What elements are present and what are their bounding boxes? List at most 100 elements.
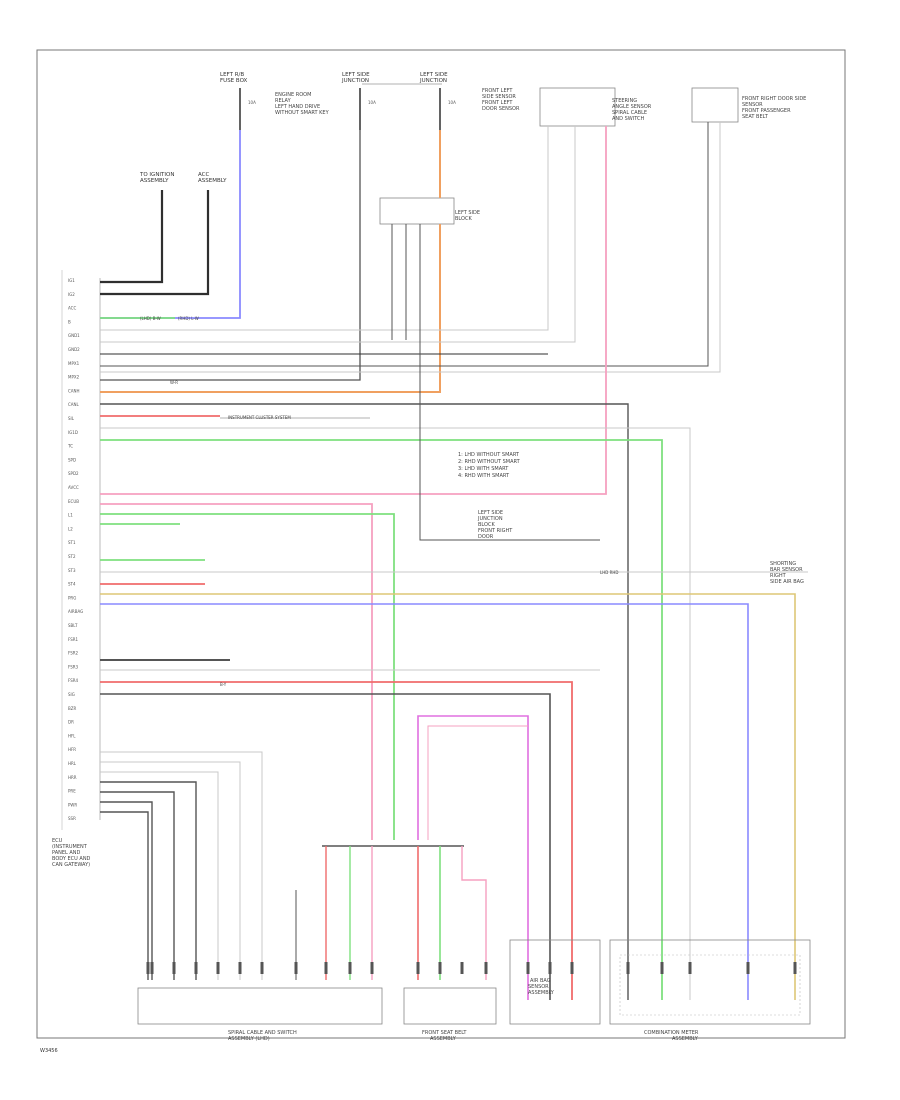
ecu-pin-5: GND2 bbox=[68, 347, 80, 352]
ecu-label: ECU (INSTRUMENT PANEL AND BODY ECU AND C… bbox=[52, 838, 92, 868]
ecu-pin-25: SBLT bbox=[68, 623, 78, 628]
wire-label-lhd-bw: (LHD) B-W bbox=[140, 316, 161, 321]
fuse3-pins: 10A bbox=[448, 100, 456, 105]
fuse3-note: FRONT LEFT SIDE SENSOR FRONT LEFT DOOR S… bbox=[482, 88, 520, 112]
connector-tick-9 bbox=[348, 962, 352, 974]
ecu-pin-35: HRL bbox=[68, 761, 77, 766]
connector-tick-19 bbox=[660, 962, 664, 974]
ecu-pin-38: PWR bbox=[68, 802, 77, 807]
junction-box-upper bbox=[379, 197, 455, 225]
ecu-pin-7: MPX2 bbox=[68, 375, 80, 380]
ecu-pin-15: AVCC bbox=[68, 485, 79, 490]
connector-tick-7 bbox=[294, 962, 298, 974]
ecu-pin-32: DR bbox=[68, 720, 74, 725]
front-right-door-box bbox=[691, 87, 739, 123]
ecu-pin-28: FSR3 bbox=[68, 664, 79, 669]
wire-gray-frd2 bbox=[100, 122, 721, 373]
combination-meter-box bbox=[609, 939, 811, 1025]
wire-magenta bbox=[417, 715, 529, 1000]
ecu-pin-37: PRE bbox=[68, 789, 76, 794]
combination-meter-label: COMBINATION METER ASSEMBLY bbox=[644, 1030, 700, 1042]
front-right-door-note: FRONT RIGHT DOOR SIDE SENSOR FRONT PASSE… bbox=[742, 96, 808, 120]
connector-tick-4 bbox=[216, 962, 220, 974]
wire-pink-mid bbox=[100, 503, 373, 840]
wire-label-by: B-Y bbox=[220, 682, 227, 687]
ecu-pin-3: B bbox=[68, 319, 71, 324]
ecu-pin-31: BZR bbox=[68, 706, 76, 711]
wire-label-rhd-lw: (RHD) L-W bbox=[178, 316, 199, 321]
ecu-pin-20: ST2 bbox=[68, 554, 76, 559]
airbag-label: AIR BAG SENSOR ASSEMBLY bbox=[528, 978, 555, 996]
wire-label-instrument: INSTRUMENT CLUSTER SYSTEM bbox=[228, 415, 291, 420]
ecu-pin-12: TC bbox=[67, 444, 73, 449]
ecu-pin-22: ST4 bbox=[68, 582, 76, 587]
connector-tick-17 bbox=[570, 962, 574, 974]
fuse1-title: LEFT R/B FUSE BOX bbox=[220, 72, 248, 84]
ecu-pin-30: SIG bbox=[68, 692, 75, 697]
wire-gray-long bbox=[100, 427, 691, 1000]
inline-notes: 1: LHD WITHOUT SMART 2: RHD WITHOUT SMAR… bbox=[458, 452, 521, 479]
wire-jb-down6 bbox=[461, 846, 487, 980]
fuse3-title: LEFT SIDE JUNCTION bbox=[419, 72, 449, 84]
ecu-pin-39: SSR bbox=[68, 816, 76, 821]
ecu-pin-24: AIRBAG bbox=[68, 609, 83, 614]
wire-pink-lower bbox=[427, 725, 528, 840]
wire-label-lhd-rhd: LHD RHD bbox=[600, 570, 618, 575]
wire-orange-main bbox=[100, 224, 441, 393]
wire-acc bbox=[100, 190, 210, 296]
spiral-cable-label: SPIRAL CABLE AND SWITCH ASSEMBLY (LHD) bbox=[228, 1030, 298, 1042]
ecu-pin-11: IG1D bbox=[68, 430, 78, 435]
connector-ticks bbox=[146, 962, 797, 974]
connector-tick-10 bbox=[370, 962, 374, 974]
steering-box bbox=[539, 87, 616, 127]
wire-bot-7 bbox=[100, 811, 149, 980]
center-box-label: LEFT SIDE JUNCTION BLOCK FRONT RIGHT DOO… bbox=[477, 510, 514, 540]
wire-bot-1 bbox=[100, 751, 263, 980]
airbag-box bbox=[509, 939, 601, 1025]
ecu-pin-17: L1 bbox=[68, 513, 73, 518]
connector-tick-14 bbox=[484, 962, 488, 974]
connector-tick-1 bbox=[150, 962, 154, 974]
seat-belt-box bbox=[403, 987, 497, 1025]
wire-bot-5 bbox=[100, 791, 175, 980]
combination-meter-inner bbox=[619, 954, 801, 1016]
wire-black-right bbox=[100, 403, 629, 1000]
ecu-pin-0: IG1 bbox=[68, 278, 75, 283]
ecu-pin-33: HFL bbox=[68, 733, 76, 738]
fuse2-title: LEFT SIDE JUNCTION bbox=[341, 72, 371, 84]
ecu-pin-8: CANH bbox=[68, 388, 80, 393]
junction-box-upper-label2: BLOCK bbox=[455, 216, 472, 222]
wire-ignition bbox=[100, 190, 164, 284]
connector-tick-16 bbox=[548, 962, 552, 974]
wire-blue-fuse1 bbox=[100, 130, 241, 319]
spiral-cable-box bbox=[137, 987, 383, 1025]
wire-bot-3 bbox=[100, 771, 219, 980]
connector-tick-5 bbox=[238, 962, 242, 974]
ecu-pin-34: HFR bbox=[68, 747, 76, 752]
wire-bot-2 bbox=[100, 761, 241, 980]
connector-tick-8 bbox=[324, 962, 328, 974]
rs-label: SHORTING BAR SENSOR RIGHT SIDE AIR BAG bbox=[770, 561, 804, 585]
wire-green-long bbox=[100, 439, 663, 1000]
ecu-pin-10: SIL bbox=[68, 416, 75, 421]
wire-label-wr: W-R bbox=[170, 380, 178, 385]
ecu-pin-13: SPD bbox=[68, 457, 76, 462]
ecu-pin-18: L2 bbox=[68, 526, 73, 531]
wire-black-fuse2 bbox=[100, 130, 361, 381]
wire-bot-4 bbox=[100, 781, 197, 980]
ecu-pin-9: CANL bbox=[68, 402, 80, 407]
connector-tick-3 bbox=[194, 962, 198, 974]
diagram-frame bbox=[36, 49, 846, 1039]
ecu-pin-26: FSR1 bbox=[68, 637, 79, 642]
ecu-pin-2: ACC bbox=[68, 306, 76, 311]
wire-green-mid bbox=[100, 513, 395, 840]
wire-jb-3 bbox=[419, 224, 600, 541]
steering-note: STEERING ANGLE SENSOR SPIRAL CABLE AND S… bbox=[612, 98, 653, 122]
acc-label: ACC ASSEMBLY bbox=[198, 172, 227, 184]
connector-tick-6 bbox=[260, 962, 264, 974]
wire-gray-1 bbox=[100, 126, 549, 331]
wire-gray-2 bbox=[100, 126, 576, 343]
ecu-pin-29: FSR4 bbox=[68, 678, 79, 683]
ecu-pin-21: ST3 bbox=[68, 568, 76, 573]
